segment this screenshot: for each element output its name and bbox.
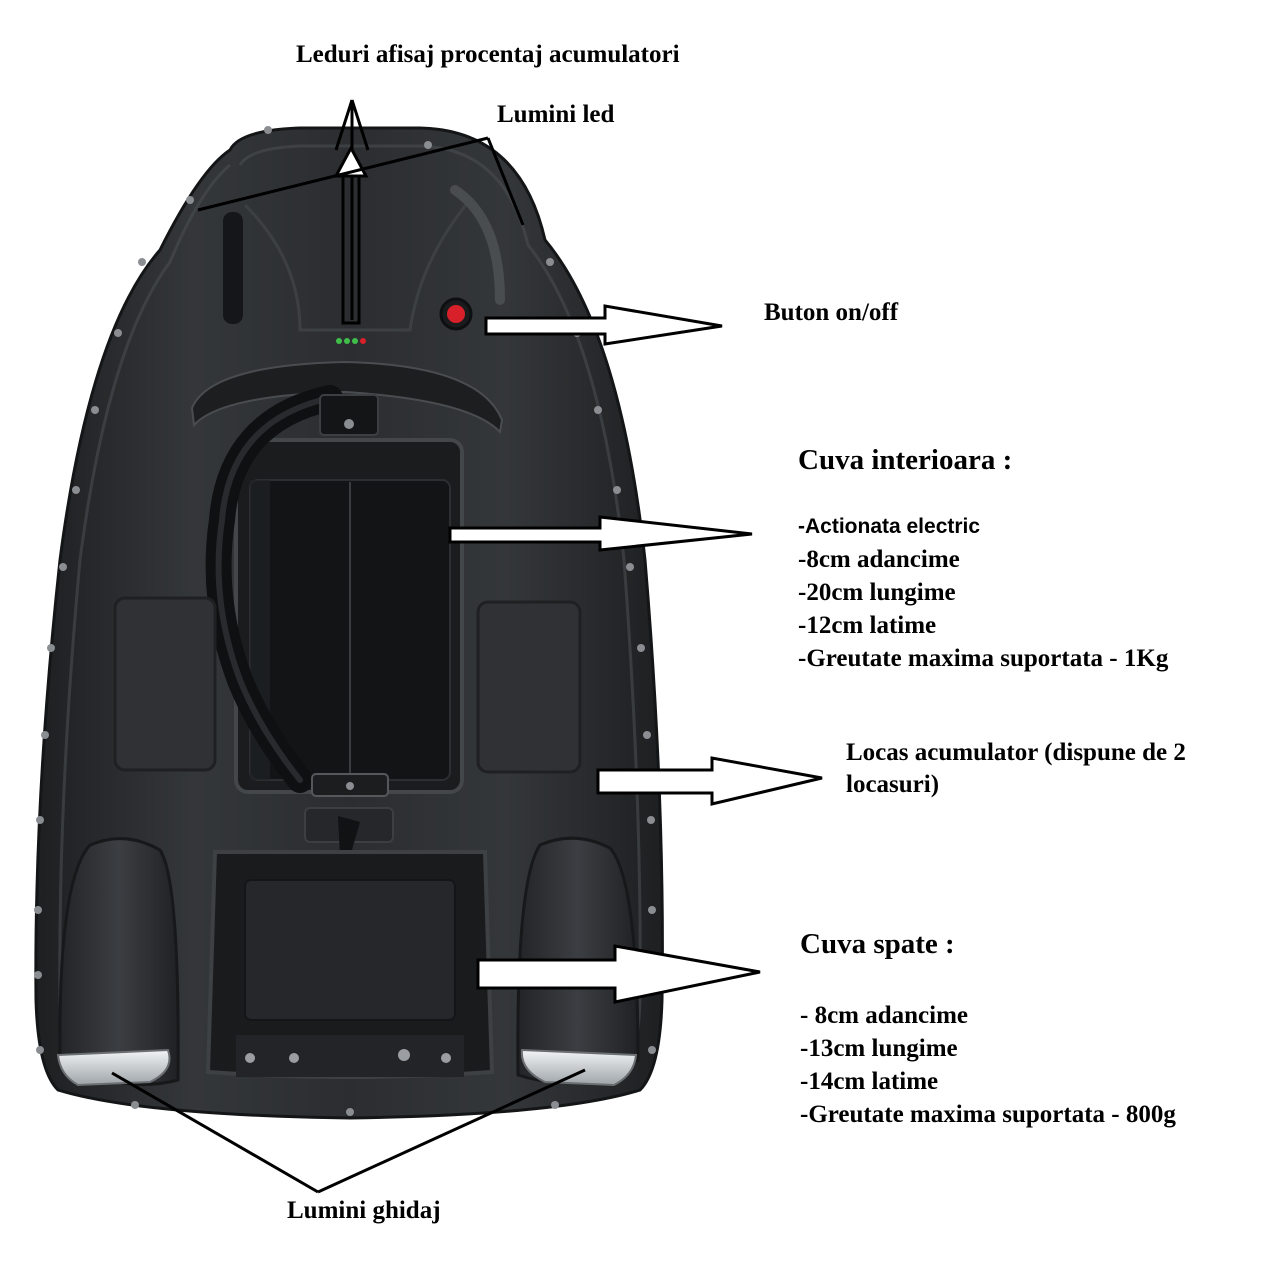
inner-hopper-spec: -8cm adancime	[798, 546, 960, 573]
guide-light-right	[520, 1048, 638, 1087]
label-guide-lights: Lumini ghidaj	[287, 1197, 441, 1224]
label-battery-slot-line2: locasuri)	[846, 771, 940, 798]
guide-light-left	[56, 1048, 171, 1087]
label-power-button: Buton on/off	[764, 299, 899, 326]
rear-hopper-spec: -13cm lungime	[800, 1035, 958, 1062]
rear-hopper-spec: - 8cm adancime	[800, 1002, 969, 1029]
battery-cover-left	[113, 596, 217, 772]
label-led-lights: Lumini led	[497, 101, 615, 128]
rear-hopper-spec: -Greutate maxima suportata - 800g	[800, 1101, 1176, 1128]
annotation-arrows	[111, 99, 823, 1194]
label-inner-hopper-title: Cuva interioara :	[798, 444, 1013, 476]
inner-hopper-spec: -Actionata electric	[798, 515, 981, 538]
label-battery-slot-line1: Locas acumulator (dispune de 2	[846, 739, 1186, 766]
battery-cover-right	[476, 600, 582, 774]
inner-hopper-spec-list: -Actionata electric -8cm adancime -20cm …	[798, 510, 1168, 675]
battery-led-indicators	[336, 338, 366, 344]
rear-pod-left	[58, 837, 180, 1086]
label-rear-hopper-title: Cuva spate :	[800, 928, 955, 960]
inner-hopper-spec: -20cm lungime	[798, 579, 956, 606]
rear-hopper-spec-list: - 8cm adancime -13cm lungime -14cm latim…	[800, 999, 1176, 1131]
inner-hopper-spec: -Greutate maxima suportata - 1Kg	[798, 645, 1169, 672]
rear-hopper-spec: -14cm latime	[800, 1068, 939, 1095]
label-battery-led-display: Leduri afisaj procentaj acumulatori	[296, 41, 680, 68]
handle-bridge	[190, 360, 504, 435]
inner-hopper-spec: -12cm latime	[798, 612, 937, 639]
antenna	[223, 212, 243, 324]
